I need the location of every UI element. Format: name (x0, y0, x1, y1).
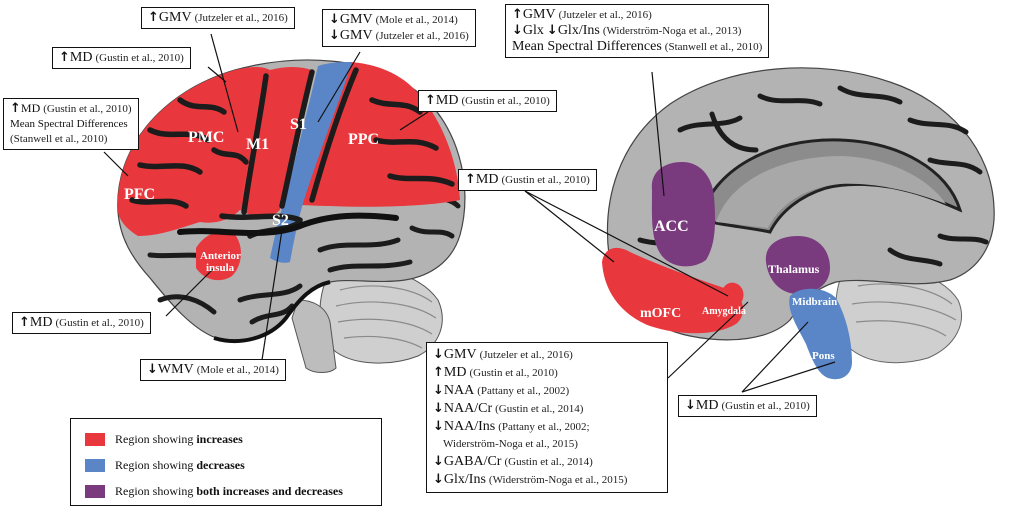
label-m1: M1 (246, 136, 270, 153)
box-midbrain-pons-md: ↓MD (Gustin et al., 2010) (678, 395, 817, 417)
leader-lines (103, 33, 836, 393)
label-anterior-insula: Anterior insula (200, 250, 241, 274)
label-thalamus: Thalamus (768, 262, 820, 276)
legend: Region showing increases Region showing … (70, 418, 382, 506)
box-ppc-md: ↑MD (Gustin et al., 2010) (418, 90, 557, 112)
box-s1: ↓GMV (Mole et al., 2014) ↓GMV (Jutzeler … (322, 9, 476, 47)
region-amygdala-red (721, 282, 744, 307)
box-acc: ↑GMV (Jutzeler et al., 2016) ↓Glx ↓Glx/I… (505, 4, 770, 58)
medial-brain (602, 67, 995, 380)
box-thalamus: ↓GMV (Jutzeler et al., 2016) ↑MD (Gustin… (426, 342, 668, 493)
label-pmc: PMC (188, 129, 225, 146)
region-acc-purple (651, 162, 716, 267)
box-m1-gmv: ↑GMV (Jutzeler et al., 2016) (141, 7, 295, 29)
legend-item-increases: Region showing increases (85, 431, 243, 449)
medial-cerebrum (606, 67, 995, 341)
label-ppc: PPC (348, 131, 380, 148)
lateral-brainstem (291, 299, 337, 373)
region-s1-blue (270, 62, 352, 263)
legend-swatch-decreases (85, 458, 105, 472)
sylvian-fissure (177, 212, 399, 236)
region-brainstem-blue (789, 288, 852, 380)
box-amygdala-mofc-md: ↑MD (Gustin et al., 2010) (458, 169, 597, 191)
label-midbrain: Midbrain (792, 296, 838, 308)
label-s1: S1 (290, 116, 307, 133)
region-insula-red (196, 232, 241, 281)
legend-swatch-both (85, 484, 105, 498)
label-s2: S2 (272, 212, 289, 229)
label-amygdala: Amygdala (702, 306, 746, 317)
region-mofc-red (602, 247, 744, 334)
label-pons: Pons (812, 350, 835, 362)
lateral-cerebellum (319, 267, 443, 364)
region-thalamus-purple (765, 236, 830, 294)
lateral-brain (117, 59, 466, 373)
label-pfc: PFC (124, 186, 156, 203)
label-mofc: mOFC (640, 306, 682, 321)
box-insula-md: ↑MD (Gustin et al., 2010) (12, 312, 151, 334)
box-s2-wmv: ↓WMV (Mole et al., 2014) (140, 359, 286, 381)
legend-swatch-increases (85, 432, 105, 446)
legend-item-decreases: Region showing decreases (85, 457, 245, 475)
box-pmc-md: ↑MD (Gustin et al., 2010) (52, 47, 191, 69)
region-m1-red (240, 67, 312, 217)
label-acc: ACC (654, 218, 689, 235)
box-pfc: ↑MD (Gustin et al., 2010) Mean Spectral … (3, 98, 139, 150)
legend-item-both: Region showing both increases and decrea… (85, 483, 343, 501)
